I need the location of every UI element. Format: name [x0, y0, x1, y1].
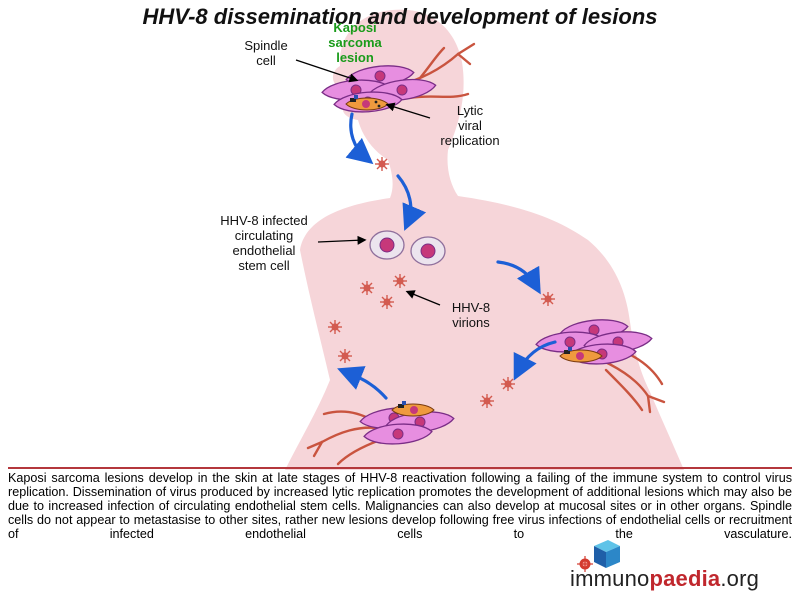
- kaposi-lesion-head: [320, 62, 438, 115]
- kaposi-label-line: Kaposi: [333, 20, 377, 35]
- kaposi-label-line: lesion: [336, 50, 374, 65]
- kaposi-lesion-label: Kaposi sarcoma lesion: [325, 20, 385, 65]
- immunopaedia-logo: immunopaedia.org: [570, 566, 759, 592]
- stem-cell-label: HHV-8 infected circulating endothelial s…: [210, 213, 318, 273]
- lytic-replication-label: Lytic viral replication: [420, 103, 520, 148]
- logo-mark: [577, 540, 620, 572]
- lytic-replication-cell-lower: [391, 401, 435, 417]
- logo-part: immuno: [570, 566, 650, 591]
- stem-label-line: circulating: [234, 228, 294, 243]
- spindle-label-line: Spindle: [244, 38, 288, 53]
- virions-label-line: virions: [452, 315, 490, 330]
- logo-part: .org: [720, 566, 760, 591]
- virions-label: HHV-8 virions: [440, 300, 502, 330]
- lytic-label-line: Lytic: [456, 103, 484, 118]
- kaposi-lesion-lower: [358, 401, 456, 447]
- stem-label-line: endothelial: [232, 243, 296, 258]
- caption-text: Kaposi sarcoma lesions develop in the sk…: [8, 471, 792, 541]
- lytic-label-line: replication: [440, 133, 500, 148]
- caption-divider: [8, 467, 792, 469]
- pointer-arrows: [295, 59, 441, 306]
- stem-label-line: stem cell: [238, 258, 290, 273]
- lytic-replication-cell: [345, 95, 389, 111]
- spindle-label-line: cell: [256, 53, 276, 68]
- lytic-replication-cell-arm: [559, 347, 603, 363]
- lytic-label-line: viral: [458, 118, 482, 133]
- kaposi-lesion-arm: [534, 316, 654, 367]
- page-title: HHV-8 dissemination and development of l…: [142, 4, 658, 29]
- virions-label-line: HHV-8: [451, 300, 491, 315]
- spindle-cell-label: Spindle cell: [236, 38, 296, 68]
- dissemination-arrows: [337, 112, 557, 400]
- kaposi-label-line: sarcoma: [328, 35, 382, 50]
- stem-label-line: HHV-8 infected: [220, 213, 308, 228]
- logo-part-accent: paedia: [649, 566, 721, 591]
